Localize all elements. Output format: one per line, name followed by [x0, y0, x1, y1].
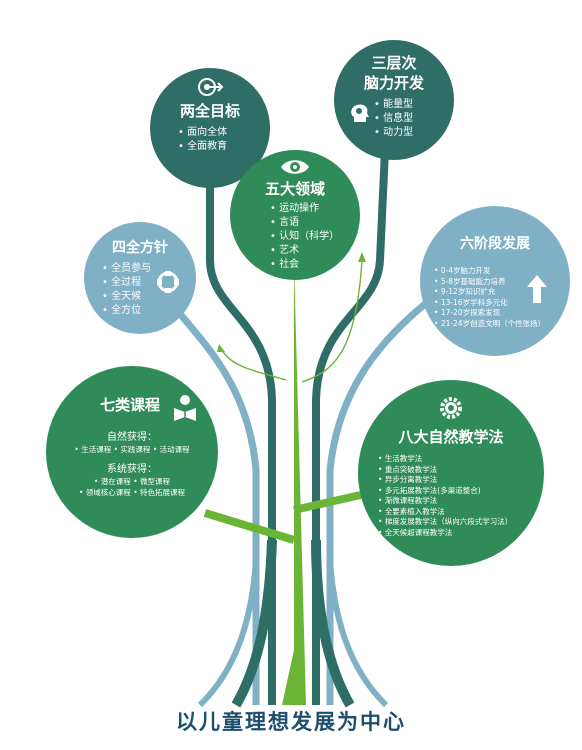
node-five-domains: 五大领域 运动操作 言语 认知（科学） 艺术 社会	[230, 150, 360, 280]
node-seven-courses-title: 七类课程	[100, 396, 161, 414]
list-item: 全方位	[102, 304, 151, 318]
list-item: 21-24岁创造文明（个性张扬）	[434, 319, 545, 330]
node-four-policies-title: 四全方针	[112, 240, 168, 256]
list-item: 渐微课程教学法	[378, 496, 512, 507]
branch-eight-methods	[293, 490, 366, 514]
list-item: 0-4岁脑力开发	[434, 266, 545, 277]
node-three-levels-list: 能量型 信息型 动力型	[374, 98, 413, 140]
list-item: 动力型	[374, 126, 413, 140]
system-items-line1: • 潜在课程 • 微型课程	[94, 477, 170, 486]
branch-seven-courses	[203, 509, 296, 544]
list-item: 梯度发展教学法（纵向六段式学习法）	[378, 517, 513, 528]
list-item: 全要素植入教学法	[378, 507, 512, 518]
compass-icon	[157, 271, 179, 293]
node-eight-methods: 八大自然教学法 生活教学法 重点突破教学法 异步分离教学法 多元拓展教学法(多渠…	[358, 380, 544, 566]
list-item: 异步分离教学法	[378, 475, 512, 486]
list-item: 生活教学法	[378, 454, 512, 465]
arrow-left	[221, 349, 287, 381]
trunk-base-outer-right	[327, 559, 389, 708]
node-two-goals-title: 两全目标	[179, 102, 240, 120]
list-item: 能量型	[374, 98, 413, 112]
node-six-stages: 六阶段发展 0-4岁脑力开发 5-8岁基础能力培养 9-12岁知识扩充 13-1…	[420, 206, 570, 356]
node-five-domains-title: 五大领域	[264, 180, 325, 198]
trunk	[282, 262, 306, 705]
list-item: 言语	[270, 216, 339, 230]
node-three-levels: 三层次 脑力开发 能量型 信息型 动力型	[334, 40, 454, 160]
node-five-domains-list: 运动操作 言语 认知（科学） 艺术 社会	[270, 202, 339, 272]
arrow-up-icon	[527, 275, 547, 303]
reader-icon	[174, 395, 196, 421]
node-two-goals-list: 面向全体 全面教育	[178, 126, 227, 154]
footer-caption: 以儿童理想发展为中心	[176, 710, 406, 734]
list-item: 全员参与	[102, 262, 151, 276]
target-icon	[198, 78, 224, 96]
list-item: 全天候超课程教学法	[378, 528, 512, 539]
list-item: 9-12岁知识扩充	[434, 287, 545, 298]
list-item: 全天候	[102, 290, 151, 304]
trunk-base-outer-left	[197, 559, 259, 708]
node-six-stages-list: 0-4岁脑力开发 5-8岁基础能力培养 9-12岁知识扩充 13-16岁学科多元…	[434, 266, 545, 329]
node-eight-methods-title: 八大自然教学法	[398, 428, 504, 446]
list-item: 13-16岁学科多元化	[434, 298, 545, 309]
list-item: 多元拓展教学法(多渠道整合)	[378, 486, 512, 497]
list-item: 艺术	[270, 244, 339, 258]
node-eight-methods-list: 生活教学法 重点突破教学法 异步分离教学法 多元拓展教学法(多渠道整合) 渐微课…	[378, 454, 513, 539]
branch-six-stages	[326, 297, 433, 705]
system-items-line2: • 领域核心课程 • 特色拓展课程	[79, 488, 185, 497]
natural-items: • 生活课程 • 实践课程 • 活动课程	[74, 445, 190, 454]
arrow-right	[301, 259, 363, 383]
node-four-policies-list: 全员参与 全过程 全天候 全方位	[102, 262, 151, 318]
eye-icon	[281, 160, 309, 174]
branch-two-goals	[206, 150, 276, 705]
trunk-base-right	[311, 539, 355, 708]
trunk-base-left	[231, 539, 277, 708]
list-item: 认知（科学）	[270, 230, 339, 244]
list-item: 全过程	[102, 276, 151, 290]
node-three-levels-title-line1: 三层次	[371, 54, 417, 72]
list-item: 面向全体	[178, 126, 227, 140]
node-six-stages-title: 六阶段发展	[460, 236, 530, 252]
list-item: 社会	[270, 258, 339, 272]
list-item: 信息型	[374, 112, 413, 126]
list-item: 5-8岁基础能力培养	[434, 277, 545, 288]
system-heading: 系统获得：	[107, 464, 157, 475]
brain-gear-icon	[351, 104, 369, 122]
natural-heading: 自然获得：	[107, 432, 157, 443]
gear-icon	[440, 397, 462, 419]
list-item: 17-20岁探索发现	[434, 308, 545, 319]
node-four-policies: 四全方针 全员参与 全过程 全天候 全方位	[84, 222, 196, 334]
node-seven-courses: 七类课程 自然获得： • 生活课程 • 实践课程 • 活动课程 系统获得： • …	[46, 366, 218, 538]
list-item: 全面教育	[178, 140, 227, 154]
branch-three-levels	[312, 149, 389, 705]
list-item: 运动操作	[270, 202, 339, 216]
node-three-levels-title-line2: 脑力开发	[363, 74, 424, 92]
list-item: 重点突破教学法	[378, 465, 512, 476]
